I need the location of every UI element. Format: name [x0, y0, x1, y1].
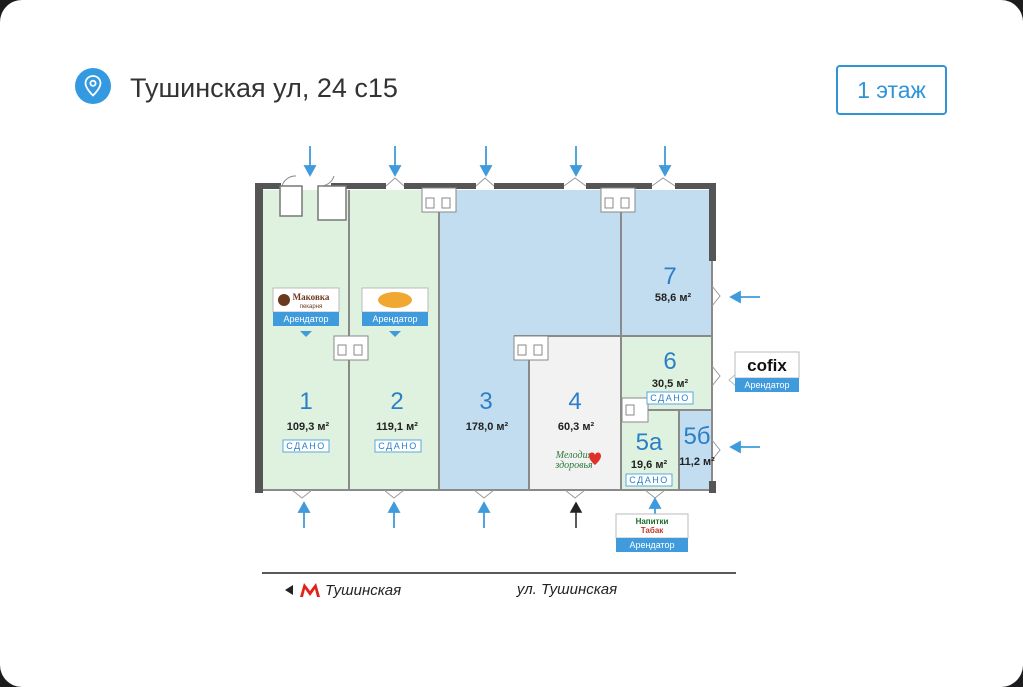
svg-text:Табак: Табак — [641, 526, 665, 535]
unit-area: 19,6 м² — [631, 459, 668, 471]
unit-area: 30,5 м² — [652, 378, 689, 390]
svg-text:пекарня: пекарня — [300, 304, 323, 310]
tenant-logo-melodia: Мелодия здоровья — [554, 450, 601, 471]
unit-area: 109,3 м² — [287, 421, 330, 433]
svg-text:здоровья: здоровья — [554, 460, 593, 471]
unit-7-shape[interactable] — [621, 190, 712, 336]
unit-number: 2 — [390, 388, 403, 415]
unit-area: 119,1 м² — [376, 421, 418, 433]
toilet-icon — [333, 187, 649, 423]
tenant-badge-makovka[interactable]: Маковка пекарня Арендатор — [272, 287, 340, 337]
status-badge: СДАНО — [625, 473, 673, 487]
svg-text:cofix: cofix — [747, 356, 787, 375]
svg-text:Арендатор: Арендатор — [283, 314, 328, 324]
tenant-badge-cofix[interactable]: cofix Арендатор — [728, 351, 800, 392]
unit-number: 4 — [568, 388, 581, 415]
unit-area: 11,2 м² — [679, 456, 715, 468]
svg-text:Арендатор: Арендатор — [744, 380, 789, 390]
page-title: Тушинская ул, 24 с15 — [130, 73, 398, 103]
unit-number: 5а — [636, 429, 663, 456]
svg-text:СДАНО: СДАНО — [286, 441, 325, 451]
tenant-badge-unit-2[interactable]: Арендатор — [361, 287, 429, 337]
svg-text:Напитки: Напитки — [636, 517, 669, 526]
unit-number: 5б — [683, 423, 710, 450]
svg-text:Арендатор: Арендатор — [629, 540, 674, 550]
svg-text:СДАНО: СДАНО — [650, 393, 689, 403]
unit-number: 7 — [663, 263, 676, 290]
tenant-logo-icon — [378, 292, 412, 308]
metro-station-label: Тушинская — [325, 582, 401, 599]
unit-number: 6 — [663, 348, 676, 375]
svg-text:Мелодия: Мелодия — [555, 450, 593, 461]
entrance-arrow-icon — [297, 146, 760, 528]
street-name: ул. Тушинская — [516, 581, 617, 598]
arrow-left-icon — [285, 585, 293, 595]
floor-selector-button[interactable]: 1 этаж — [836, 65, 947, 115]
heart-icon — [589, 452, 601, 465]
svg-text:СДАНО: СДАНО — [378, 441, 417, 451]
unit-number: 3 — [479, 388, 492, 415]
unit-area: 60,3 м² — [558, 421, 595, 433]
unit-area: 178,0 м² — [466, 421, 509, 433]
unit-4-shape[interactable] — [529, 336, 621, 490]
location-pin-icon — [75, 68, 111, 104]
status-badge: СДАНО — [282, 439, 330, 453]
svg-text:Маковка: Маковка — [293, 292, 330, 302]
tenant-badge-napitki[interactable]: Напитки Табак Арендатор — [615, 513, 689, 552]
svg-text:СДАНО: СДАНО — [629, 475, 668, 485]
status-badge: СДАНО — [374, 439, 422, 453]
unit-number: 1 — [299, 388, 312, 415]
unit-area: 58,6 м² — [655, 292, 692, 304]
svg-text:Арендатор: Арендатор — [372, 314, 417, 324]
status-badge: СДАНО — [646, 391, 694, 405]
unit-5b-shape[interactable] — [679, 410, 712, 490]
metro-icon — [300, 583, 320, 597]
